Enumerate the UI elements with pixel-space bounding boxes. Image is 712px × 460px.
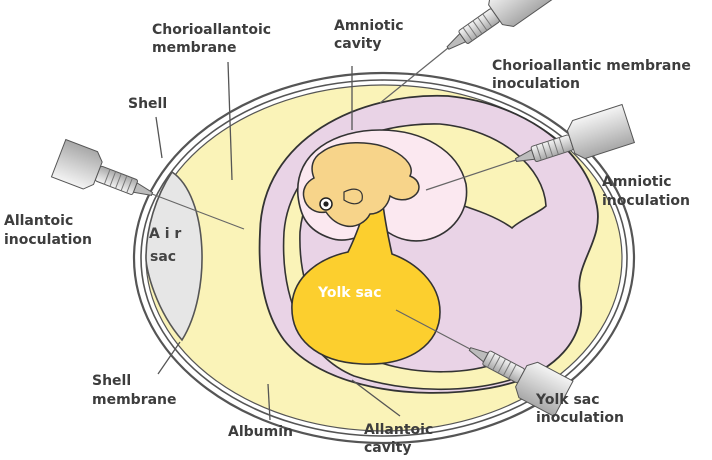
label-shell: Shell xyxy=(128,96,167,112)
label-cam-inoculation: Chorioallantic membrane inoculation xyxy=(492,58,696,92)
label-allantoic-inoculation: Allantoic inoculation xyxy=(4,213,92,248)
allantoic-inoculation-syringe xyxy=(51,139,159,212)
embryo-limb xyxy=(344,189,362,204)
label-yolk-sac: Yolk sac xyxy=(317,285,382,301)
label-amniotic-cavity: Amniotic cavity xyxy=(334,18,408,52)
label-shell-membrane: Shell membrane xyxy=(92,373,177,408)
label-chorioallantoic-membrane: Chorioallantoic membrane xyxy=(152,22,276,56)
embryo-pupil xyxy=(323,201,328,206)
cam-inoculation-syringe xyxy=(437,0,557,64)
label-albumin: Albumin xyxy=(228,424,293,440)
leader-shell xyxy=(156,117,162,158)
